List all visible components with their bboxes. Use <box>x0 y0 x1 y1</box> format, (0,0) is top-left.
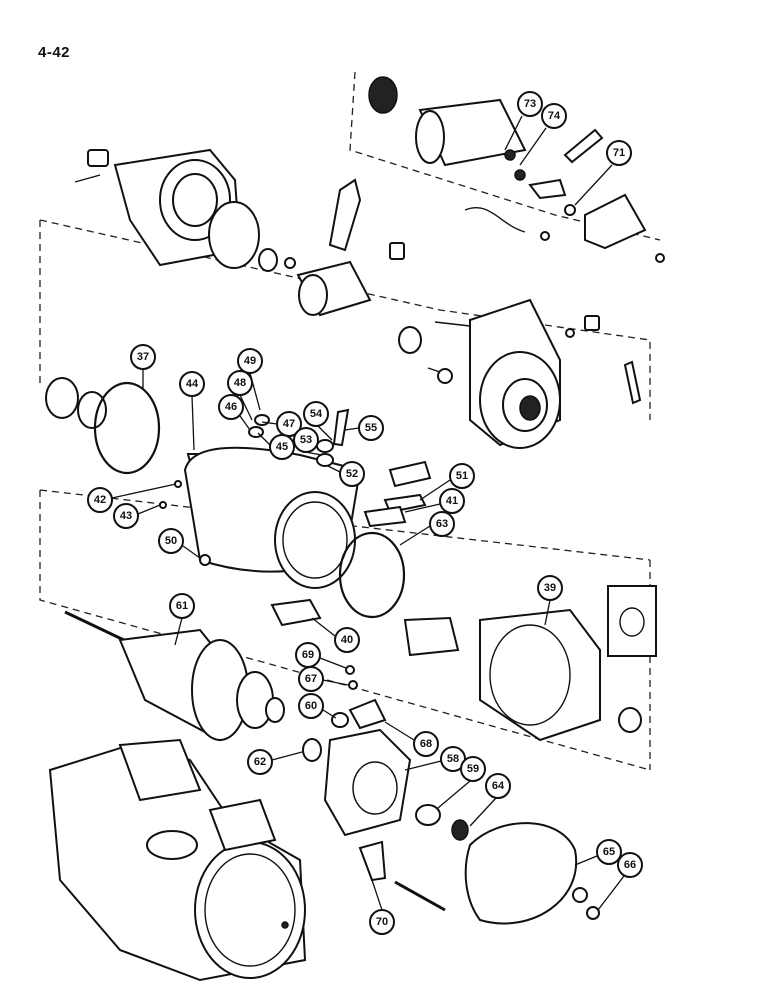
svg-text:42: 42 <box>94 494 106 506</box>
callout-63: 63 <box>399 511 455 546</box>
svg-text:45: 45 <box>276 441 288 453</box>
svg-text:70: 70 <box>376 916 388 928</box>
callout-55: 55 <box>344 415 384 441</box>
svg-text:39: 39 <box>544 582 556 594</box>
svg-text:46: 46 <box>225 401 237 413</box>
callout-40: 40 <box>311 617 360 653</box>
callout-66: 66 <box>597 852 643 911</box>
svg-text:52: 52 <box>346 468 358 480</box>
callout-61: 61 <box>169 593 195 646</box>
svg-text:71: 71 <box>613 147 625 159</box>
callout-68: 68 <box>384 721 439 757</box>
svg-text:69: 69 <box>302 649 314 661</box>
svg-text:49: 49 <box>244 355 256 367</box>
callout-48: 48 <box>227 370 253 421</box>
svg-text:40: 40 <box>341 634 353 646</box>
callout-50: 50 <box>158 528 201 559</box>
svg-text:63: 63 <box>436 518 448 530</box>
callout-69: 69 <box>295 642 347 669</box>
callout-43: 43 <box>113 503 161 529</box>
callout-46: 46 <box>218 394 251 431</box>
callout-44: 44 <box>179 371 205 451</box>
callout-64: 64 <box>469 773 511 827</box>
svg-text:74: 74 <box>548 110 561 122</box>
svg-text:60: 60 <box>305 700 317 712</box>
svg-text:62: 62 <box>254 756 266 768</box>
svg-text:54: 54 <box>310 408 323 420</box>
svg-text:48: 48 <box>234 377 246 389</box>
callout-41: 41 <box>404 488 465 514</box>
callout-74: 74 <box>519 103 567 166</box>
callout-70: 70 <box>369 879 395 935</box>
svg-text:73: 73 <box>524 98 536 110</box>
svg-text:50: 50 <box>165 535 177 547</box>
callout-53: 53 <box>293 427 323 456</box>
svg-text:61: 61 <box>176 600 188 612</box>
end-cover-group <box>323 585 657 925</box>
callout-51: 51 <box>419 463 475 501</box>
callout-58: 58 <box>404 746 466 772</box>
svg-text:51: 51 <box>456 470 468 482</box>
armature-group <box>64 598 460 762</box>
callout-59: 59 <box>437 756 486 809</box>
solenoid-group <box>368 76 665 263</box>
svg-text:41: 41 <box>446 495 458 507</box>
callout-73: 73 <box>504 91 543 151</box>
callout-49: 49 <box>237 348 263 411</box>
svg-text:68: 68 <box>420 738 432 750</box>
assembled-starter-view <box>48 738 307 982</box>
callout-54: 54 <box>303 401 333 441</box>
callout-71: 71 <box>574 140 632 206</box>
svg-text:44: 44 <box>186 378 199 390</box>
callout-60: 60 <box>298 693 337 719</box>
callout-39: 39 <box>537 575 563 626</box>
svg-text:65: 65 <box>603 846 615 858</box>
svg-text:55: 55 <box>365 422 377 434</box>
callout-37: 37 <box>130 344 156 390</box>
svg-text:37: 37 <box>137 351 149 363</box>
svg-text:47: 47 <box>283 418 295 430</box>
svg-text:66: 66 <box>624 859 636 871</box>
callout-62: 62 <box>247 749 303 775</box>
page-number: 4-42 <box>38 44 71 61</box>
svg-text:53: 53 <box>300 434 312 446</box>
svg-text:67: 67 <box>305 673 317 685</box>
svg-text:64: 64 <box>492 780 505 792</box>
svg-text:43: 43 <box>120 510 132 522</box>
svg-text:58: 58 <box>447 753 459 765</box>
callout-42: 42 <box>87 483 177 513</box>
callout-45: 45 <box>257 432 295 460</box>
svg-text:59: 59 <box>467 763 479 775</box>
callout-52: 52 <box>327 461 365 487</box>
callout-65: 65 <box>574 839 622 866</box>
callout-67: 67 <box>298 666 349 692</box>
end-frame-group <box>398 298 642 449</box>
callout-47: 47 <box>261 411 302 437</box>
field-frame-group <box>45 377 432 619</box>
callouts: 73 74 71 37 49 48 44 46 <box>87 91 643 935</box>
drive-housing-group <box>74 148 405 317</box>
